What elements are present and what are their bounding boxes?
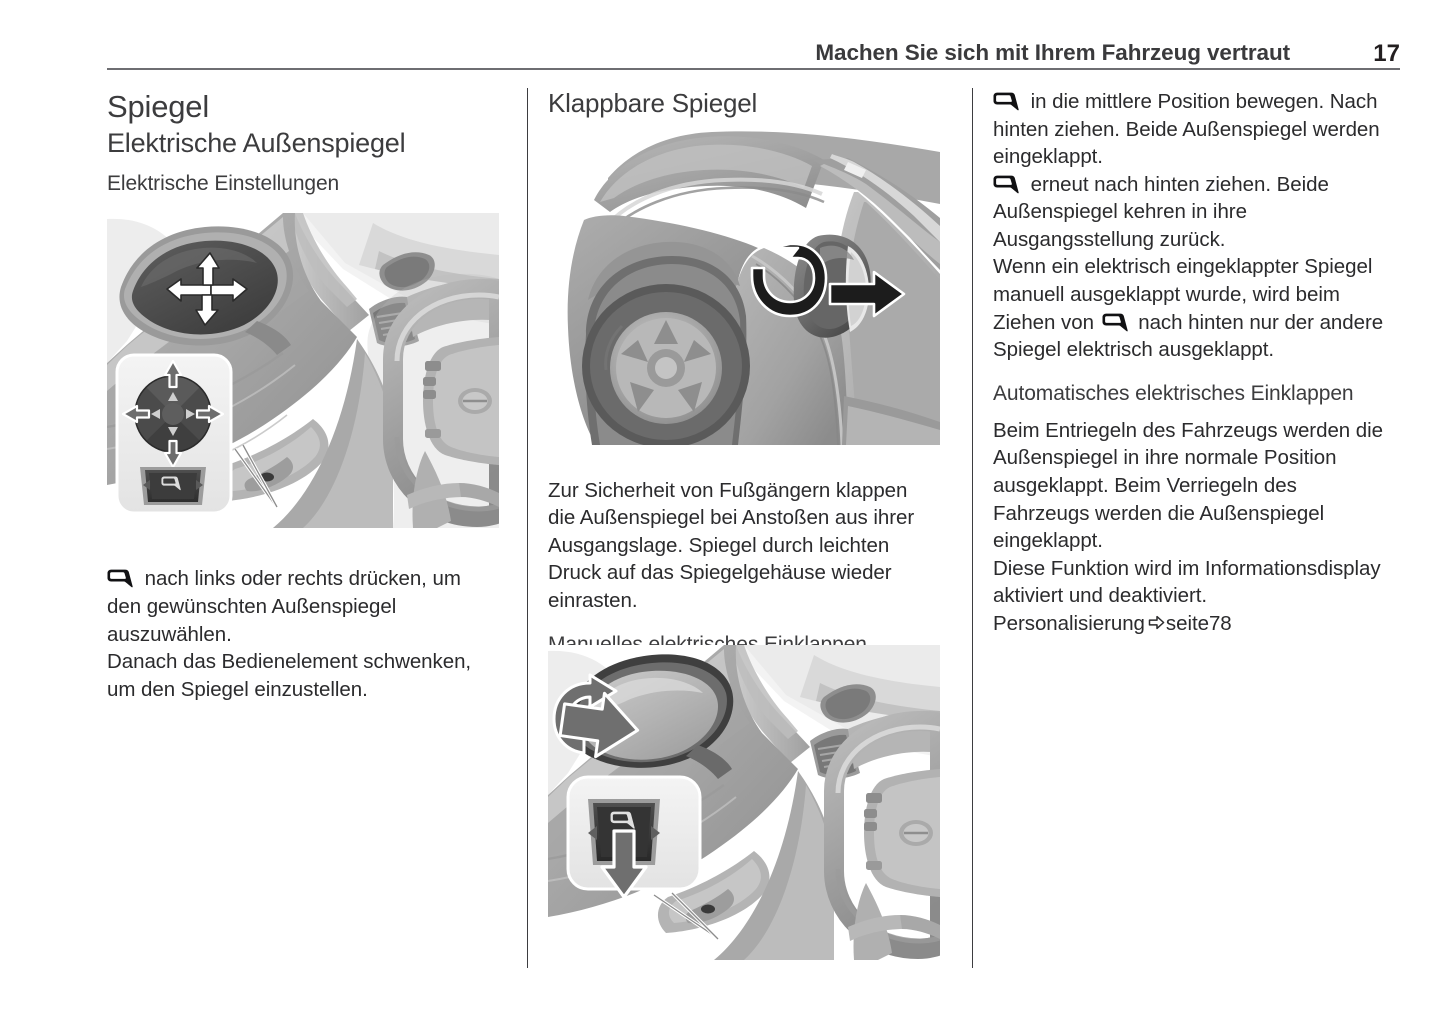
right-paragraph-3-part1: Wenn ein elektrisch eingeklappter Spiege… — [993, 255, 1373, 334]
column-divider-right — [972, 88, 974, 968]
right-paragraph-2-text: erneut nach hinten ziehen. Beide Außensp… — [993, 172, 1329, 251]
cross-reference: Personalisierung seite78 — [993, 610, 1393, 638]
mirror-select-icon — [107, 569, 134, 588]
cross-reference-target: seite78 — [1165, 611, 1232, 635]
page-number: 17 — [1373, 40, 1400, 67]
right-arrow-icon — [1148, 611, 1165, 630]
column-divider-left — [527, 88, 529, 968]
header-rule — [107, 68, 1400, 70]
middle-heading: Klappbare Spiegel — [548, 88, 758, 118]
figure-manual-electric-folding — [548, 645, 940, 960]
mirror-select-icon — [993, 92, 1020, 111]
left-paragraph-1-rest: um den gewünschten Außenspiegel auszuwäh… — [107, 567, 461, 646]
right-paragraph-3-part2: nach hinten nur der andere Spiegel elekt… — [993, 310, 1384, 362]
left-paragraph-1-line1: nach links oder rechts drücken, — [139, 567, 427, 591]
right-paragraph-1-text: in die mittlere Position bewegen. Nach h… — [993, 90, 1380, 169]
figure-electric-mirror-adjustment — [107, 213, 499, 528]
right-column: in die mittlere Position bewegen. Nach h… — [993, 88, 1393, 637]
page-title: Spiegel — [107, 89, 210, 124]
left-paragraph-2: Danach das Bedienelement schwenken, um d… — [107, 650, 472, 701]
left-paragraph-1: nach links oder rechts drücken, um den g… — [107, 565, 499, 648]
cross-reference-label: Personalisierung — [993, 611, 1145, 635]
middle-paragraph-1: Zur Sicherheit von Fußgängern klappen di… — [548, 478, 915, 612]
page-header: Machen Sie sich mit Ihrem Fahrzeug vertr… — [107, 40, 1400, 70]
left-section-heading: Elektrische Einstellungen — [107, 172, 340, 196]
mirror-select-icon — [993, 175, 1020, 194]
left-column: Spiegel Elektrische Außenspiegel Elektri… — [107, 88, 499, 703]
right-section-heading: Automatisches elektrisches Einklappen — [993, 381, 1354, 405]
mirror-select-icon — [1102, 313, 1129, 332]
right-paragraph-1: in die mittlere Position bewegen. Nach h… — [993, 88, 1393, 171]
right-paragraph-2: erneut nach hinten ziehen. Beide Außensp… — [993, 171, 1393, 254]
right-paragraph-4: Beim Entriegeln des Fahrzeugs werden die… — [993, 418, 1383, 553]
left-subtitle: Elektrische Außenspiegel — [107, 128, 406, 159]
right-paragraph-3: Wenn ein elektrisch eingeklappter Spiege… — [993, 253, 1393, 363]
figure-foldable-mirror — [548, 130, 940, 445]
header-title: Machen Sie sich mit Ihrem Fahrzeug vertr… — [815, 40, 1290, 65]
right-paragraph-5: Diese Funktion wird im Informationsdispl… — [993, 556, 1381, 608]
